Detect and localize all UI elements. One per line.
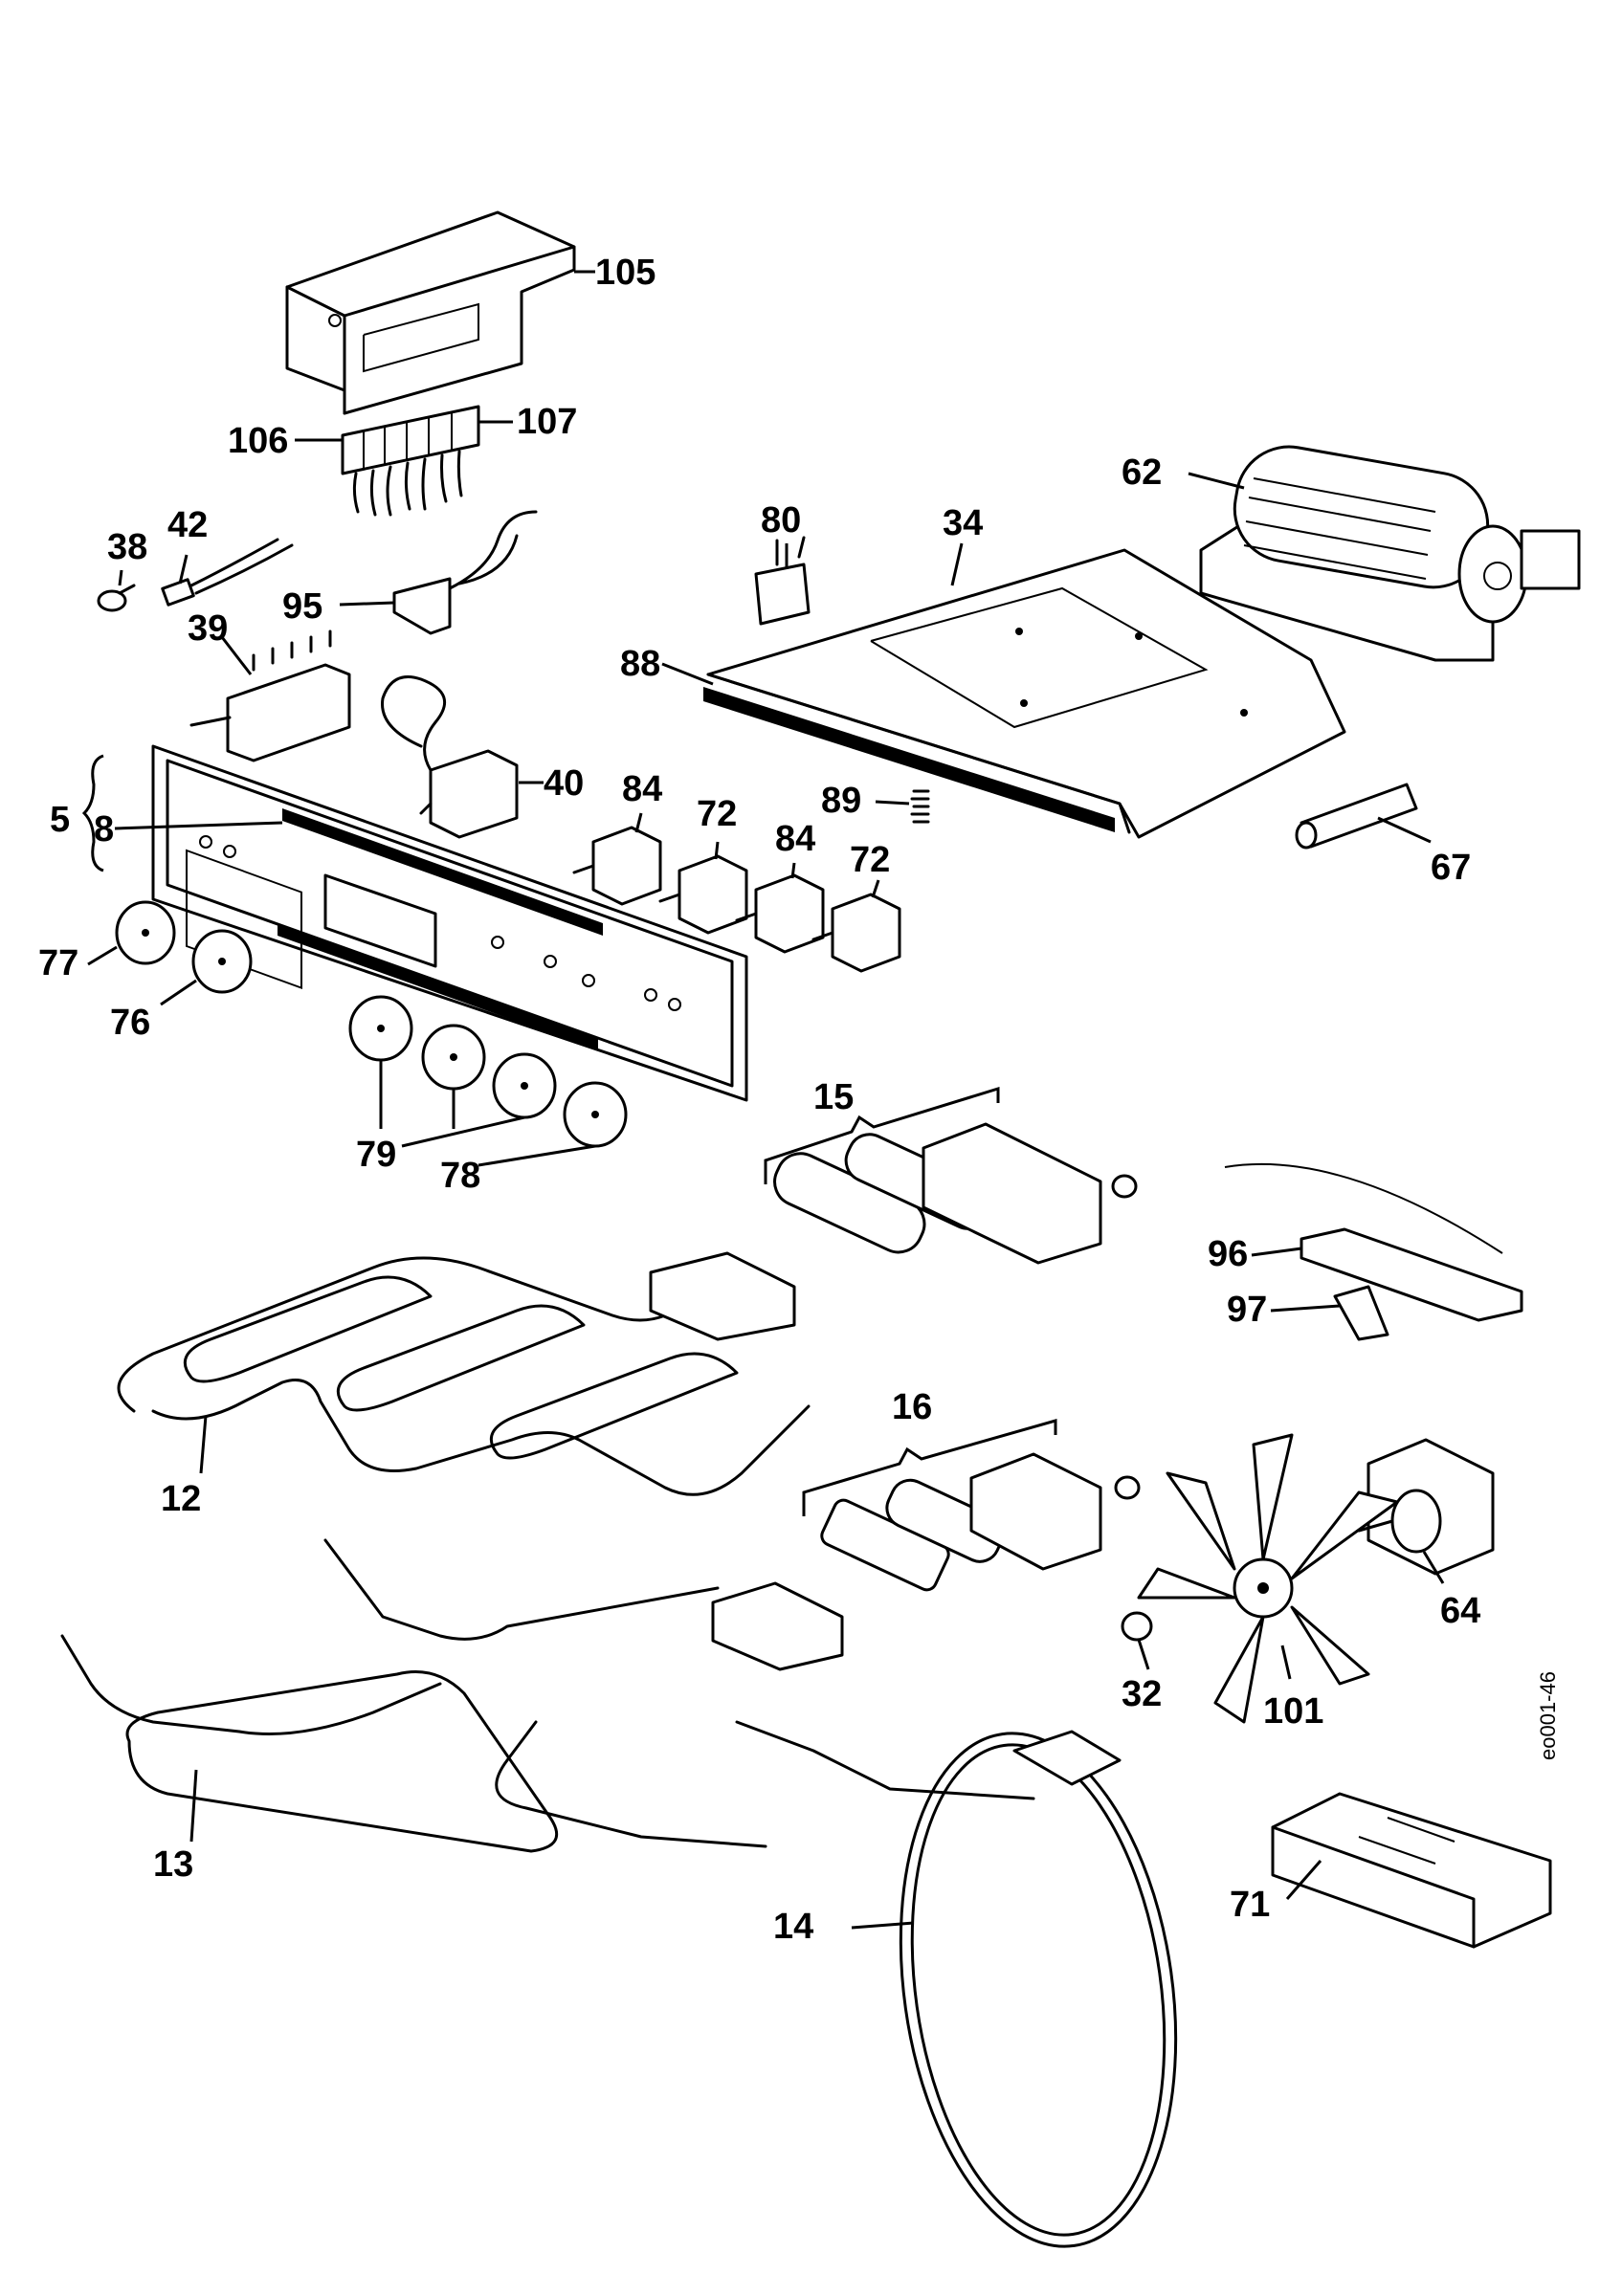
part-40-thermostat xyxy=(381,675,519,839)
part-16-gasket-set xyxy=(820,1452,1141,1592)
part-89-spring xyxy=(910,789,930,824)
callout-106: 106 xyxy=(228,421,289,461)
part-5-control-panel xyxy=(151,744,748,1102)
part-39-selector-switch xyxy=(189,629,351,762)
part-72-switch-a xyxy=(658,854,748,935)
callout-8: 8 xyxy=(94,809,115,850)
callout-40: 40 xyxy=(544,763,585,804)
callout-13: 13 xyxy=(153,1844,194,1885)
part-72-switch-b xyxy=(811,893,901,973)
callout-105: 105 xyxy=(595,253,656,293)
part-101-fan-blade xyxy=(1137,1433,1399,1724)
part-15-gasket-set xyxy=(773,1122,1138,1265)
part-78-washer-b xyxy=(492,1052,557,1119)
callout-72-a: 72 xyxy=(697,794,738,834)
leader-lines xyxy=(81,270,1445,1930)
part-42-thermostat-probe xyxy=(161,538,294,607)
callout-14: 14 xyxy=(773,1907,814,1947)
callout-96: 96 xyxy=(1208,1234,1249,1274)
callout-84-a: 84 xyxy=(622,769,663,809)
callout-95: 95 xyxy=(282,586,323,627)
part-32-nut xyxy=(1121,1611,1153,1642)
callout-42: 42 xyxy=(167,505,209,545)
part-14-circular-element xyxy=(899,1730,1178,2248)
callout-12: 12 xyxy=(161,1479,202,1519)
part-84-switch-a xyxy=(572,826,662,906)
part-38-lamp-holder xyxy=(97,584,136,612)
callout-62: 62 xyxy=(1122,453,1163,493)
part-12-grill-element xyxy=(117,1251,811,1496)
part-88-seal xyxy=(703,687,1115,832)
part-34-top-panel xyxy=(706,548,1346,839)
part-71-cover xyxy=(1271,1792,1552,1949)
callout-88: 88 xyxy=(620,644,661,684)
part-97-clip xyxy=(1333,1285,1389,1341)
callout-101: 101 xyxy=(1263,1691,1324,1732)
part-96-bracket xyxy=(1224,1162,1523,1322)
callout-39: 39 xyxy=(188,608,229,649)
callout-89: 89 xyxy=(821,781,862,821)
drawing-code: eo001-46 xyxy=(1536,1671,1560,1760)
part-13-bottom-element xyxy=(60,1538,1035,1853)
part-77-washer xyxy=(115,900,176,965)
callout-16: 16 xyxy=(892,1387,933,1427)
callout-5: 5 xyxy=(50,800,71,840)
part-67-tube xyxy=(1295,783,1418,850)
callout-107: 107 xyxy=(517,402,578,442)
callout-38: 38 xyxy=(107,527,148,567)
part-79-washer xyxy=(348,995,413,1062)
part-64-fan-motor xyxy=(1357,1438,1495,1576)
callout-79: 79 xyxy=(356,1135,397,1175)
callout-78: 78 xyxy=(440,1156,481,1196)
callout-64: 64 xyxy=(1440,1591,1481,1631)
part-105-bracket xyxy=(285,210,576,415)
part-95-switch xyxy=(392,510,538,635)
callout-34: 34 xyxy=(943,503,984,543)
callout-84-b: 84 xyxy=(775,819,816,859)
part-80-door-switch xyxy=(754,536,811,626)
part-84-switch-b xyxy=(735,873,825,954)
callout-77: 77 xyxy=(38,943,79,983)
callout-97: 97 xyxy=(1227,1290,1268,1330)
part-78-washer-c xyxy=(563,1081,628,1148)
part-76-washer xyxy=(191,929,253,994)
callout-76: 76 xyxy=(110,1003,151,1043)
callout-80: 80 xyxy=(761,500,802,541)
callout-15: 15 xyxy=(813,1077,855,1117)
callout-72-b: 72 xyxy=(850,840,891,880)
callout-67: 67 xyxy=(1431,848,1472,888)
part-62-cooling-fan xyxy=(1199,445,1581,662)
part-78-washer-a xyxy=(421,1024,486,1091)
callout-71: 71 xyxy=(1230,1885,1271,1925)
callout-32: 32 xyxy=(1122,1674,1163,1714)
part-106-107-terminal-block xyxy=(341,405,480,517)
